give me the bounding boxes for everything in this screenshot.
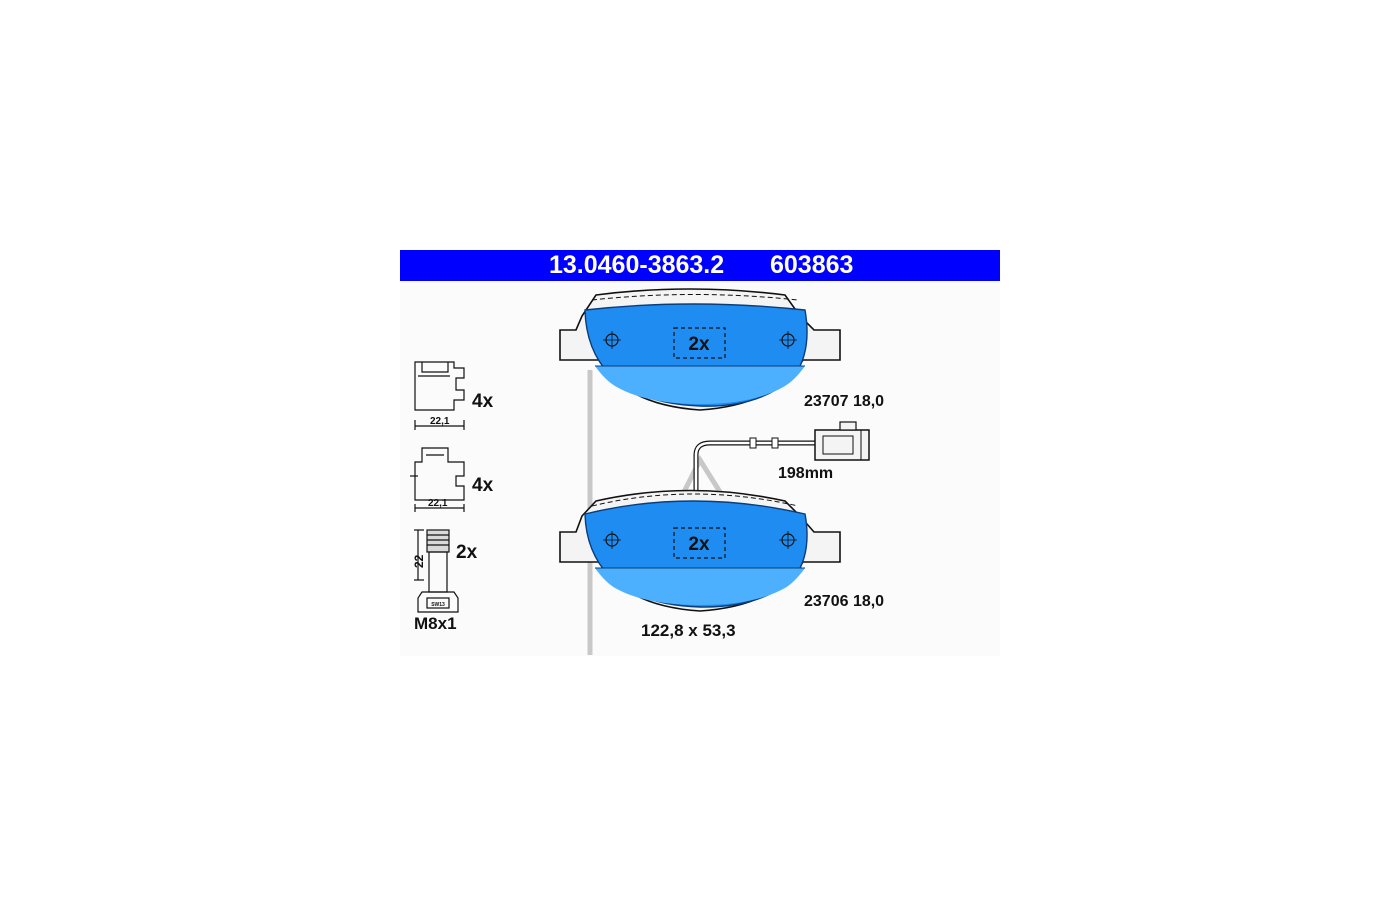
top-pad-quantity-box [673,327,726,359]
wear-sensor [693,421,870,490]
article-number: 13.0460-3863.2 [549,251,725,279]
header-bar: 13.0460-3863.2 603863 [400,250,1000,281]
bottom-pad-part-label: 23706 18,0 [804,593,884,610]
pad-dimensions: 122,8 x 53,3 [641,621,736,640]
bottom-brake-pad: 2x [559,489,841,612]
clip-a-drawing [414,361,465,430]
bottom-pad-quantity-box [673,527,726,559]
bolt-drawing [414,529,459,613]
clip-b-width: 22,1 [428,498,448,509]
clip-a-width: 22,1 [430,416,450,427]
top-pad-quantity: 2x [688,334,710,355]
top-brake-pad: 2x [559,288,841,411]
reference-number: 603863 [770,251,854,279]
diagram-panel: 13.0460-3863.2 603863 2x 23707 18,0 [400,250,1000,656]
bolt-length: 22 [412,554,426,568]
bolt-quantity: 2x [456,542,478,563]
clip-b-drawing [410,447,465,512]
technical-drawing: 2x 23707 18,0 198mm [410,288,884,655]
bolt-thread: M8x1 [414,614,457,633]
top-pad-part-label: 23707 18,0 [804,393,884,410]
top-pad-lower-band [595,366,805,404]
wear-sensor-connector [814,429,870,461]
bolt-wrench-mark: SW13 [431,602,445,608]
clip-b-quantity: 4x [472,475,494,496]
clip-a-quantity: 4x [472,391,494,412]
bottom-pad-quantity: 2x [688,534,710,555]
wear-sensor-length: 198mm [778,465,833,482]
bottom-pad-lower-band [595,568,805,605]
